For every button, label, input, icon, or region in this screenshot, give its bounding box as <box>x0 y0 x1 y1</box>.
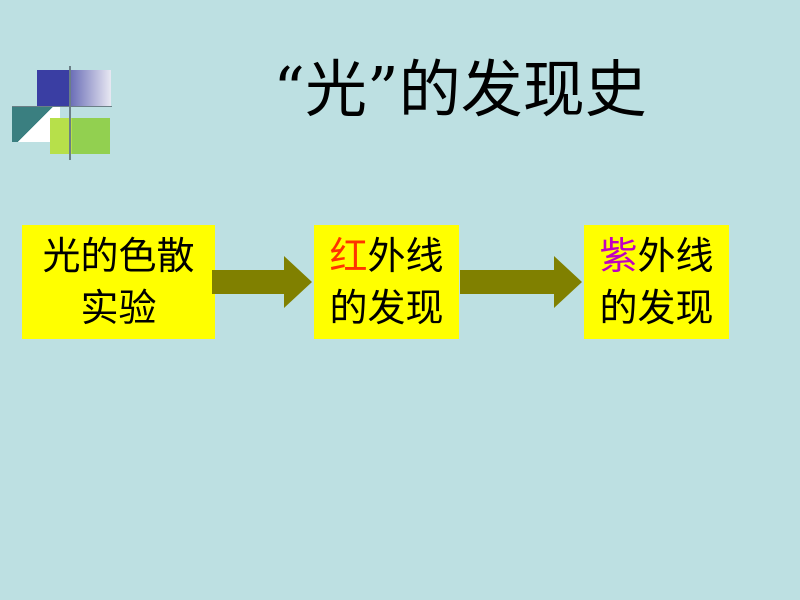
highlight-purple: 紫 <box>599 234 638 278</box>
logo-horizontal-line <box>12 106 112 107</box>
highlight-red: 红 <box>329 234 368 278</box>
step-box-line: 红外线 <box>314 230 459 282</box>
logo-square-gradient <box>71 70 111 106</box>
logo-square-lime <box>50 118 72 154</box>
page-title: “光”的发现史 <box>273 53 647 126</box>
logo-square-green <box>72 118 110 154</box>
step-box-dispersion: 光的色散 实验 <box>22 225 215 339</box>
step-box-line: 的发现 <box>599 286 714 330</box>
step-box-infrared: 红外线 的发现 <box>314 225 459 339</box>
right-arrow-icon <box>212 256 312 308</box>
logo-vertical-line <box>69 66 71 160</box>
logo-square-dark <box>37 70 71 106</box>
step-box-ultraviolet: 紫外线 的发现 <box>584 225 729 339</box>
step-box-line: 紫外线 <box>584 230 729 282</box>
right-arrow-icon <box>460 256 582 308</box>
step-box-text: 外线 <box>367 234 444 278</box>
step-box-text: 外线 <box>637 234 714 278</box>
decorative-logo <box>12 66 122 162</box>
step-box-line: 光的色散 <box>42 234 195 278</box>
step-box-line: 的发现 <box>329 286 444 330</box>
step-box-line: 实验 <box>80 286 157 330</box>
